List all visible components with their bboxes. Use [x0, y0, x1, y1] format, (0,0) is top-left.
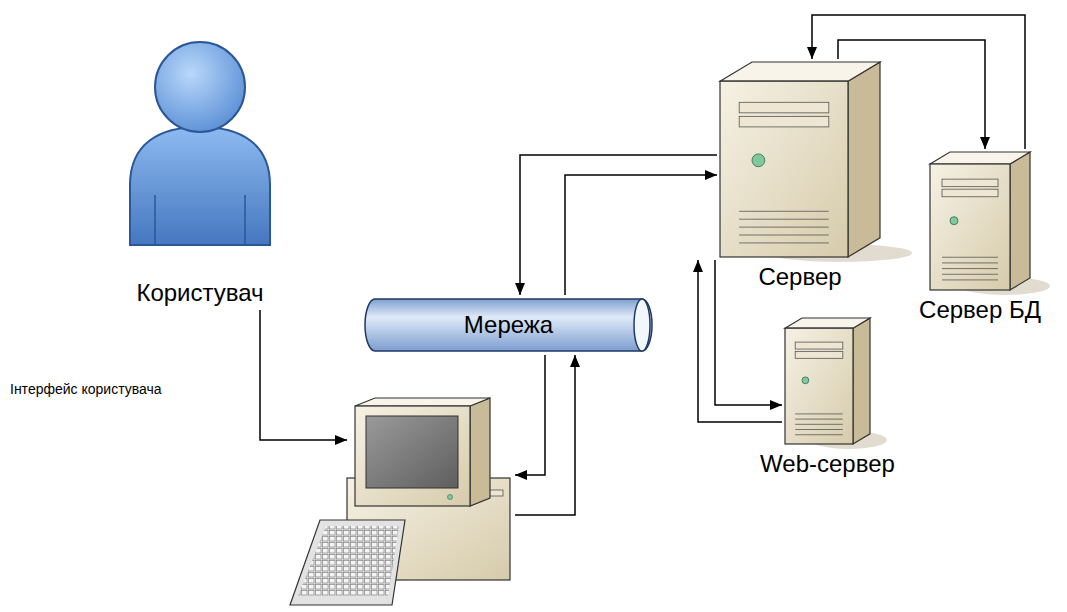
tower-side: [853, 318, 870, 444]
vent-line: [739, 211, 829, 212]
keyboard-body: [290, 520, 405, 605]
node-label: Мережа: [365, 298, 652, 352]
monitor-led: [448, 495, 453, 500]
user-arm-line: [155, 195, 245, 245]
power-led: [802, 377, 809, 384]
arrow-connector: [515, 355, 545, 475]
tower-top: [930, 152, 1030, 164]
vent-line: [795, 429, 843, 430]
node-label: Користувач: [110, 279, 290, 307]
tower-side: [1010, 152, 1030, 290]
tower-front: [720, 81, 848, 257]
computer-box: [350, 398, 512, 583]
arrow-connector: [520, 155, 717, 295]
power-led: [752, 154, 765, 167]
user-head: [155, 42, 245, 132]
drive-bay: [795, 351, 843, 358]
monitor-frame: [355, 406, 470, 506]
drive-bay: [942, 179, 998, 187]
pc-icon: [350, 398, 512, 583]
vent-line: [942, 268, 998, 269]
server-box: Сервер: [720, 62, 880, 257]
vent-line: [739, 242, 829, 243]
arrow-connector: [260, 310, 347, 440]
tower-icon: [785, 318, 870, 444]
vent-line: [795, 424, 843, 425]
arrow-connector: [565, 175, 717, 295]
node-label: Сервер: [758, 263, 841, 291]
node-label: Сервер БД: [919, 296, 1041, 324]
drive-bay: [942, 189, 998, 197]
tower-icon: [930, 152, 1030, 290]
vent-line: [795, 434, 843, 435]
vent-line: [795, 419, 843, 420]
vent-line: [739, 219, 829, 220]
monitor-screen: [366, 416, 458, 488]
power-led: [950, 217, 958, 225]
monitor-side: [470, 398, 490, 506]
drive-bay: [795, 342, 843, 349]
tower-top: [785, 318, 870, 328]
vent-line: [795, 413, 843, 414]
user-figure: Користувач: [110, 35, 290, 307]
user-icon: [110, 35, 290, 267]
drive-bay: [739, 102, 829, 113]
vent-line: [942, 257, 998, 258]
vent-line: [942, 279, 998, 280]
user-body: [130, 127, 270, 245]
connector-label: Інтерфейс користувача: [10, 380, 162, 398]
web-server-box: Web-сервер: [785, 318, 870, 444]
tower-side: [848, 62, 880, 257]
monitor-top: [355, 398, 490, 406]
vent-line: [739, 227, 829, 228]
arrow-connector: [515, 355, 575, 515]
tower-top: [720, 62, 880, 81]
tower-icon: [720, 62, 880, 257]
network-pipe-box: Мережа: [365, 298, 652, 352]
database-server-box: Сервер БД: [930, 152, 1030, 290]
node-label: Web-сервер: [760, 450, 895, 478]
drive-bay: [739, 116, 829, 127]
vent-line: [942, 274, 998, 275]
tower-front: [785, 328, 853, 444]
vent-line: [942, 262, 998, 263]
vent-line: [739, 235, 829, 236]
network-pipe: [365, 299, 652, 351]
tower-front: [930, 164, 1010, 290]
network-pipe-end: [634, 299, 650, 351]
keyboard-keys: [298, 526, 399, 596]
